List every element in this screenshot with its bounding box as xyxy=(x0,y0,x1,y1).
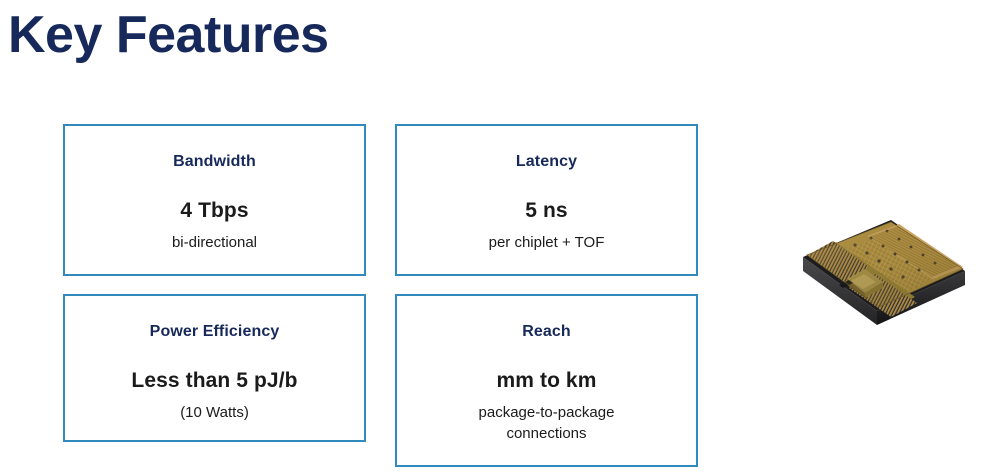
feature-card-power-efficiency: Power Efficiency Less than 5 pJ/b (10 Wa… xyxy=(63,294,366,442)
feature-card-note: (10 Watts) xyxy=(180,404,249,422)
feature-card-value: Less than 5 pJ/b xyxy=(131,369,298,393)
feature-card-latency: Latency 5 ns per chiplet + TOF xyxy=(395,124,698,276)
feature-card-note-line-1: package-to-package xyxy=(478,404,615,422)
feature-card-note: package-to-package connections xyxy=(479,403,615,444)
chiplet-die-isometric-image xyxy=(803,220,965,325)
feature-card-note: per chiplet + TOF xyxy=(488,234,605,252)
feature-card-value: 5 ns xyxy=(525,199,568,223)
feature-card-title: Bandwidth xyxy=(173,153,256,170)
feature-card-note-line-2: connections xyxy=(506,424,587,442)
feature-card-reach: Reach mm to km package-to-package connec… xyxy=(395,294,698,467)
feature-card-note: bi-directional xyxy=(171,234,258,252)
feature-card-title: Power Efficiency xyxy=(149,323,280,340)
feature-card-bandwidth: Bandwidth 4 Tbps bi-directional xyxy=(63,124,366,276)
feature-card-title: Latency xyxy=(515,153,578,170)
feature-card-value: 4 Tbps xyxy=(180,199,249,223)
feature-card-title: Reach xyxy=(522,323,571,340)
page-title: Key Features xyxy=(8,6,329,64)
chiplet-top-surface xyxy=(806,221,964,317)
feature-card-value: mm to km xyxy=(496,369,597,393)
